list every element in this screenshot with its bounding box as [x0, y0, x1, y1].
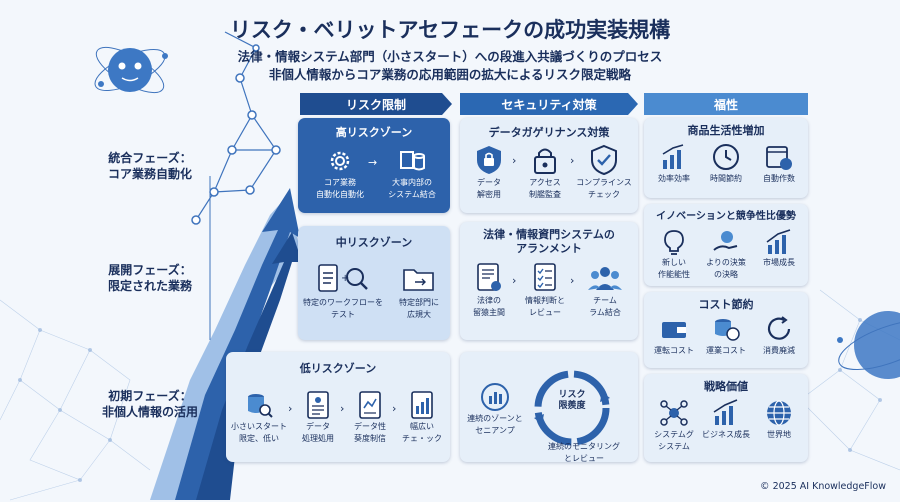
operating-cost-item: 運業コスト: [700, 314, 752, 356]
legal-review-item: 法律の留猿主間: [464, 262, 514, 318]
subtitle-line-2: 非個人情報からコア業務の応用範囲の拡大によるリスク限定戦略: [268, 67, 632, 82]
server-icon: [400, 151, 425, 171]
subtitle-line-1: 法律・情報システム部門（小さスタート）への段進入共議づくりのプロセス: [237, 49, 663, 64]
risk-card-low: 低リスクゾーン 小さいスタート限定、低い › データ処理処用 › データ性葵度制…: [226, 352, 450, 462]
benefit-card-strategy: 戦略価値 システムグシステム ビジネス成長 世界地: [644, 374, 808, 462]
coins-icon: [715, 319, 740, 341]
gear-icon: [330, 151, 350, 171]
core-automation-item: コア業務自動化自動化: [310, 146, 370, 200]
security-card-monitoring: リスク 限羨度 連続のゾーンとセニアンプ 連続のモニタリングとレビュー: [460, 352, 638, 463]
time-saving-item: 時間節約: [700, 142, 752, 184]
benefit-card-cost: コスト節約 運転コスト 運業コスト 消費廃減: [644, 292, 808, 368]
growth-bars-icon: [662, 144, 684, 169]
business-growth-item: ビジネス成長: [700, 398, 752, 440]
calendar-clock-icon: [766, 146, 792, 170]
workflow-test-item: + 特定のワークフローをテスト: [298, 262, 388, 320]
checklist-icon: [534, 263, 556, 291]
globe-network-icon: [837, 311, 900, 379]
monitor-chart-icon: [481, 383, 509, 411]
new-capability-item: 新しい作能能性: [648, 228, 700, 280]
risk-card-high: 高リスクゾーン コア業務自動化自動化 → 大事内部のシステム結合: [298, 118, 450, 213]
legal-document-icon: [477, 263, 501, 291]
consumption-reduction-item: 消費廃減: [752, 314, 806, 356]
efficiency-item: 効率効率: [648, 142, 700, 184]
security-card-governance: データガゲリナンス対策 データ解密用 › アクセス制艦監査 › コンプラインスチ…: [460, 118, 638, 213]
folder-icon: [403, 269, 434, 291]
shield-lock-icon: [477, 146, 501, 174]
access-audit-item: アクセス制艦監査: [518, 144, 572, 200]
wallet-icon: [662, 322, 686, 338]
cycle-arrows-icon: [534, 370, 610, 446]
data-processing-item: データ処理処用: [294, 390, 342, 444]
wide-check-item: 幅広いチェ・ック: [396, 390, 448, 444]
hand-coin-icon: [713, 231, 738, 251]
team-integration-item: チームラム結合: [574, 262, 636, 318]
data-encrypt-item: データ解密用: [464, 144, 514, 200]
bars-rising-icon: [713, 399, 738, 425]
world-item: 世界地: [752, 398, 806, 440]
checklist-chart-icon: [359, 391, 381, 419]
benefit-card-innovation: イノベーションと競争性比優勢 新しい作能能性 よりの決策の決略 市場成長: [644, 204, 808, 286]
risk-card-mid: 中リスクゾーン + 特定のワークフローをテスト 特定部門に広規大: [298, 226, 450, 340]
clock-icon: [713, 144, 739, 170]
globe-icon: [767, 400, 791, 426]
network-hub-icon: [660, 400, 688, 426]
information-judgement-item: 情報判断とレビュー: [518, 262, 572, 318]
data-sensitivity-item: データ性葵度制信: [346, 390, 394, 444]
security-card-alignment: 法律・情報資門システムの アランメント 法律の留猿主間 › 情報判断とレビュー …: [460, 222, 638, 340]
compliance-check-item: コンプラインスチェック: [572, 144, 636, 200]
auto-operation-item: 自動作数: [752, 142, 806, 184]
report-bars-icon: [411, 391, 433, 419]
lightbulb-icon: [664, 230, 684, 255]
phase-integration: 統合フェーズ：コア業務自動化: [107, 151, 192, 181]
document-user-icon: [307, 391, 329, 419]
market-growth-item: 市場成長: [752, 228, 806, 268]
column-header-benefit: 福性: [644, 93, 808, 115]
page-title: リスク・ベリットアセフェークの成功実装規構: [229, 18, 671, 42]
database-search-icon: [248, 394, 273, 418]
column-header-risk: リスク限制: [300, 93, 452, 115]
column-header-security: セキュリティ対策: [460, 93, 638, 115]
padlock-icon: [534, 148, 556, 174]
svg-text:+: +: [341, 273, 349, 284]
continuous-monitoring-item: 連続のモニタリングとレビュー: [548, 442, 620, 463]
refresh-dollar-icon: [767, 316, 791, 340]
phase-initial: 初期フェーズ：非個人情報の活用: [101, 389, 198, 419]
clipboard-search-icon: +: [318, 264, 368, 292]
chart-up-icon: [766, 229, 791, 254]
shield-check-icon: [591, 144, 617, 176]
team-icon: [588, 267, 622, 290]
small-start-item: 小さいスタート限定、低い: [230, 390, 288, 444]
department-expand-item: 特定部門に広規大: [390, 262, 448, 320]
benefit-card-productivity: 商品生活性増加 効率効率 時間節約 自動作数: [644, 118, 808, 198]
phase-expansion: 展開フェーズ：限定された業務: [107, 263, 192, 293]
better-strategy-item: よりの決策の決略: [700, 228, 752, 280]
robot-mascot-icon: [94, 46, 168, 94]
copyright: © 2025 AI KnowledgeFlow: [760, 481, 886, 492]
continuous-zone-item: 連続のゾーンとセニアンプ: [464, 382, 526, 436]
internal-system-item: 大事内部のシステム結合: [378, 146, 446, 200]
running-cost-item: 運転コスト: [648, 314, 700, 356]
system-integration-item: システムグシステム: [648, 398, 700, 452]
